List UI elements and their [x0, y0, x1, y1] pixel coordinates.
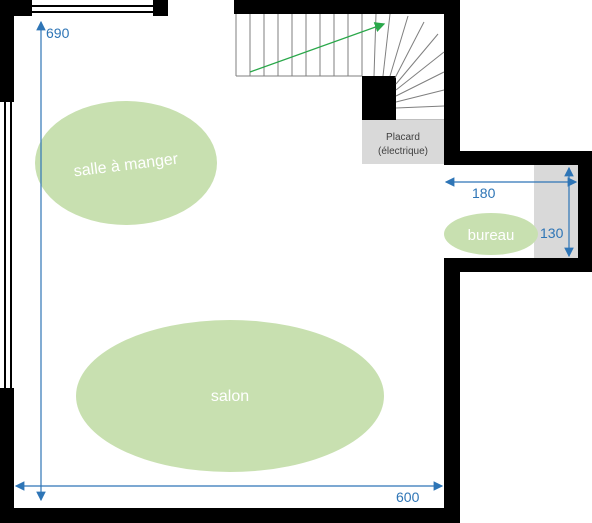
closet-label-2: (électrique)	[378, 146, 428, 157]
living-zone-label: salon	[211, 388, 249, 405]
dimension-width-label: 600	[396, 489, 420, 505]
office-zone-label: bureau	[468, 227, 515, 244]
dining-zone	[35, 101, 217, 225]
dimension-office-height-label: 130	[540, 225, 564, 241]
stair-direction-arrow	[249, 22, 386, 73]
dimension-height-label: 690	[46, 25, 70, 41]
closet-label-1: Placard	[386, 132, 420, 143]
staircase	[235, 13, 445, 121]
dimension-office-width-label: 180	[472, 185, 496, 201]
closet	[362, 120, 444, 164]
office-zone	[444, 213, 538, 255]
living-zone	[76, 320, 384, 472]
alcove-shelf	[534, 165, 578, 258]
